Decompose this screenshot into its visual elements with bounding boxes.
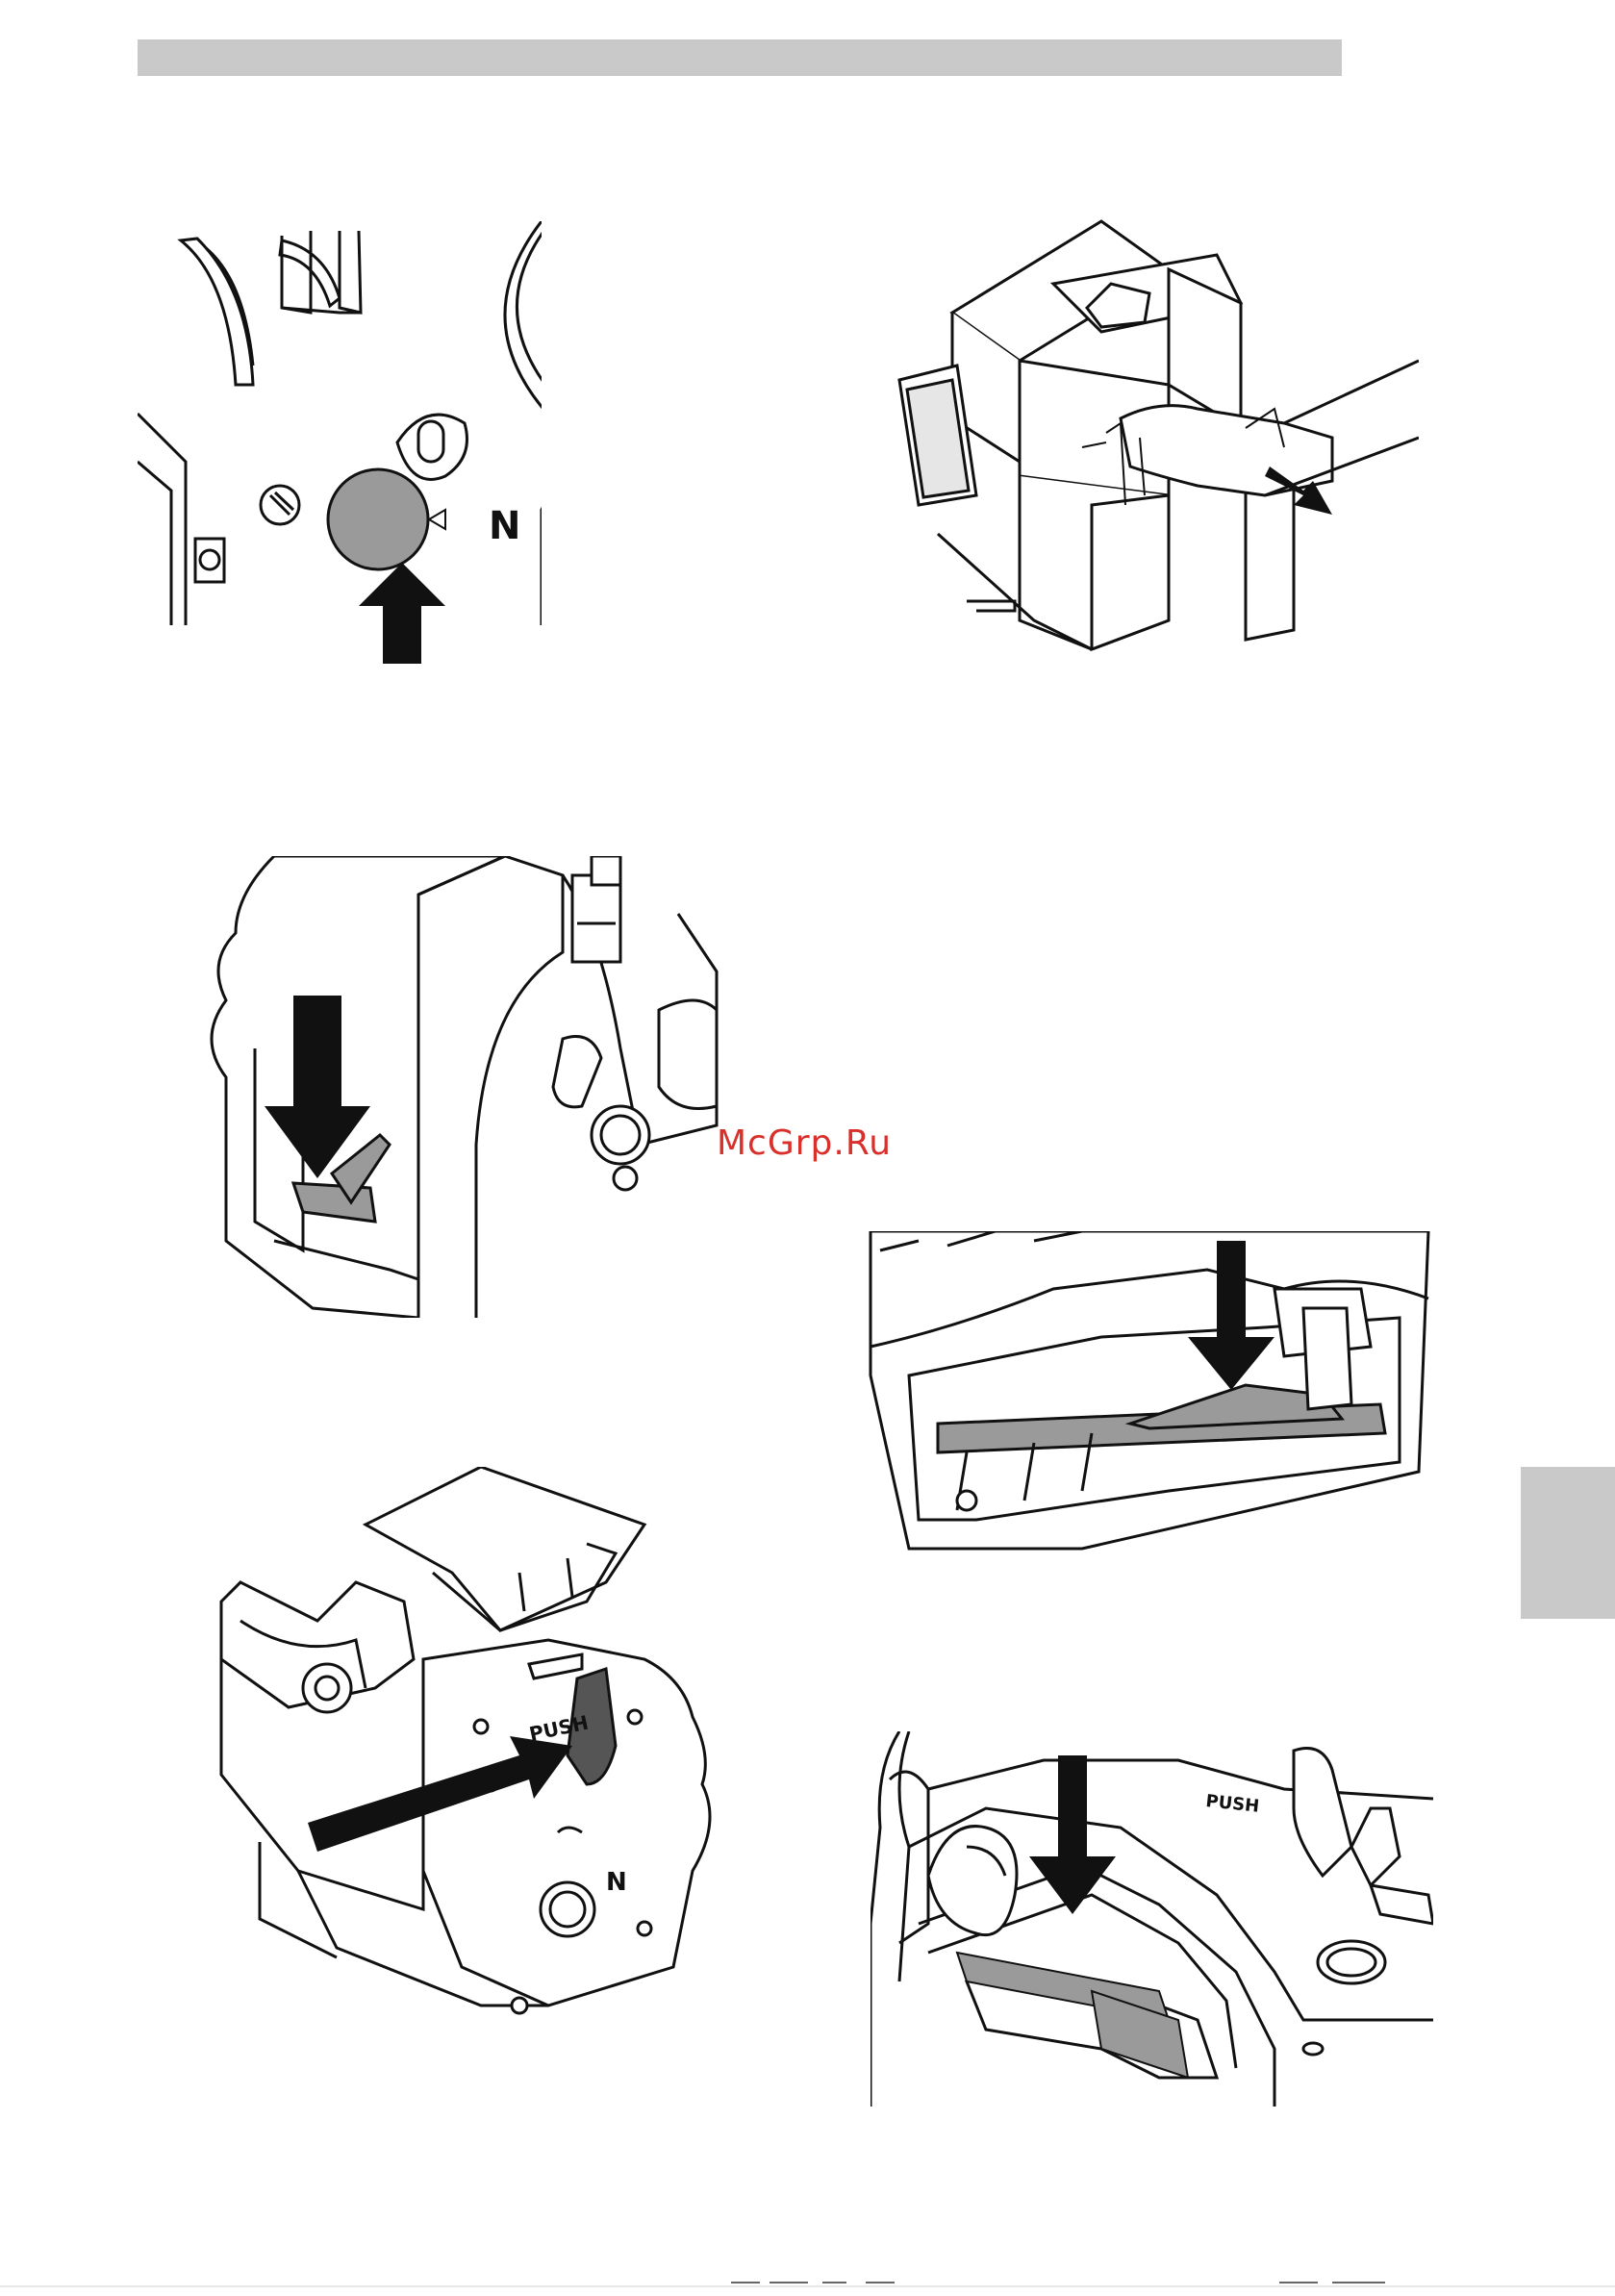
figure-interior-push: PUSH xyxy=(871,1731,1433,2107)
figure-grinder-slot xyxy=(861,1231,1438,1597)
figure-brew-unit-lever xyxy=(197,856,736,1318)
watermark: McGrp.Ru xyxy=(717,1123,892,1163)
knob-n-label: N xyxy=(489,504,520,548)
lever-n-label: N xyxy=(606,1868,627,1897)
figure-knob-alignment: N xyxy=(138,221,542,664)
figure-push-lever: PUSH N xyxy=(202,1467,741,2044)
figure-machine-overview xyxy=(880,216,1419,669)
footer-line xyxy=(0,2278,1615,2291)
section-tab xyxy=(1521,1467,1615,1619)
header-bar xyxy=(138,39,1342,76)
